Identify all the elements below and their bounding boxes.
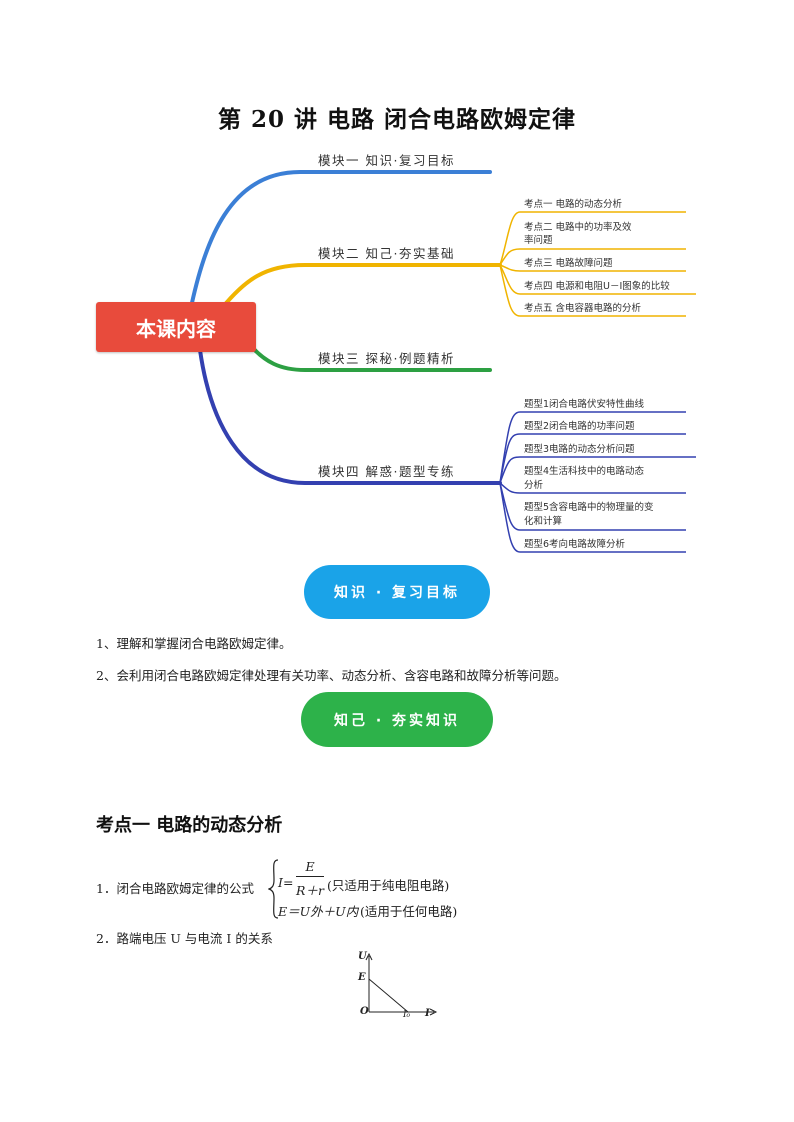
eq2: E＝U外＋U内	[278, 904, 359, 919]
intercept-i0-label: I₀	[403, 1010, 411, 1020]
item2-text: 2．路端电压 U 与电流 I 的关系	[96, 931, 273, 946]
base-pill: 知己 · 夯实知识	[301, 692, 493, 747]
tixing-3: 题型3电路的动态分析问题	[524, 444, 635, 455]
branch-2-subitems	[499, 211, 696, 317]
branch-4-line	[198, 348, 502, 485]
axis-u-label: U	[358, 951, 367, 962]
eq2-note: (适用于任何电路)	[360, 904, 458, 919]
intercept-e-label: E	[358, 972, 366, 983]
tixing-2: 题型2闭合电路的功率问题	[524, 421, 635, 432]
item1-prefix: 1．闭合电路欧姆定律的公式	[96, 881, 254, 896]
tixing-6: 题型6考向电路故障分析	[524, 539, 626, 550]
branch-4-label: 模块四 解惑·题型专练	[318, 464, 455, 479]
eq1-numerator: E	[305, 859, 315, 874]
tixing-1: 题型1闭合电路伏安特性曲线	[524, 399, 645, 410]
branch-4-subitems	[499, 411, 696, 553]
ui-graph	[365, 952, 438, 1016]
page-title: 第 20 讲 电路 闭合电路欧姆定律	[217, 106, 577, 133]
kaodian-1: 考点一 电路的动态分析	[524, 199, 623, 210]
kaodian-2-cont: 率问题	[524, 235, 553, 246]
tixing-5-cont: 化和计算	[524, 516, 563, 527]
section-heading: 考点一 电路的动态分析	[96, 815, 283, 836]
formula-brace	[268, 859, 279, 919]
tixing-4: 题型4生活科技中的电路动态	[524, 466, 645, 477]
kaodian-5: 考点五 含电容器电路的分析	[524, 303, 642, 314]
branch-2-line	[220, 263, 502, 310]
fraction-bar	[296, 876, 324, 877]
goal-1: 1、理解和掌握闭合电路欧姆定律。	[96, 636, 292, 651]
branch-1-label: 模块一 知识·复习目标	[318, 153, 455, 168]
axis-i-label: I	[425, 1008, 430, 1019]
kaodian-4: 考点四 电源和电阻U－I图象的比较	[524, 281, 670, 292]
goal-2: 2、会利用闭合电路欧姆定律处理有关功率、动态分析、含容电路和故障分析等问题。	[96, 668, 567, 683]
branch-3-label: 模块三 探秘·例题精析	[318, 351, 455, 366]
kaodian-3: 考点三 电路故障问题	[524, 258, 613, 269]
branch-1-line	[188, 170, 492, 314]
origin-label: O	[360, 1006, 369, 1017]
goal-pill: 知识 · 复习目标	[304, 565, 490, 619]
eq1-lhs: I=	[278, 875, 294, 890]
eq1-note: (只适用于纯电阻电路)	[327, 878, 450, 893]
tixing-4-cont: 分析	[524, 480, 544, 491]
branch-2-label: 模块二 知己·夯实基础	[318, 246, 455, 261]
tixing-5: 题型5含容电路中的物理量的变	[524, 502, 654, 513]
eq1-denominator: R＋r	[296, 883, 324, 898]
mindmap-center: 本课内容	[96, 302, 256, 352]
kaodian-2: 考点二 电路中的功率及效	[524, 222, 632, 233]
